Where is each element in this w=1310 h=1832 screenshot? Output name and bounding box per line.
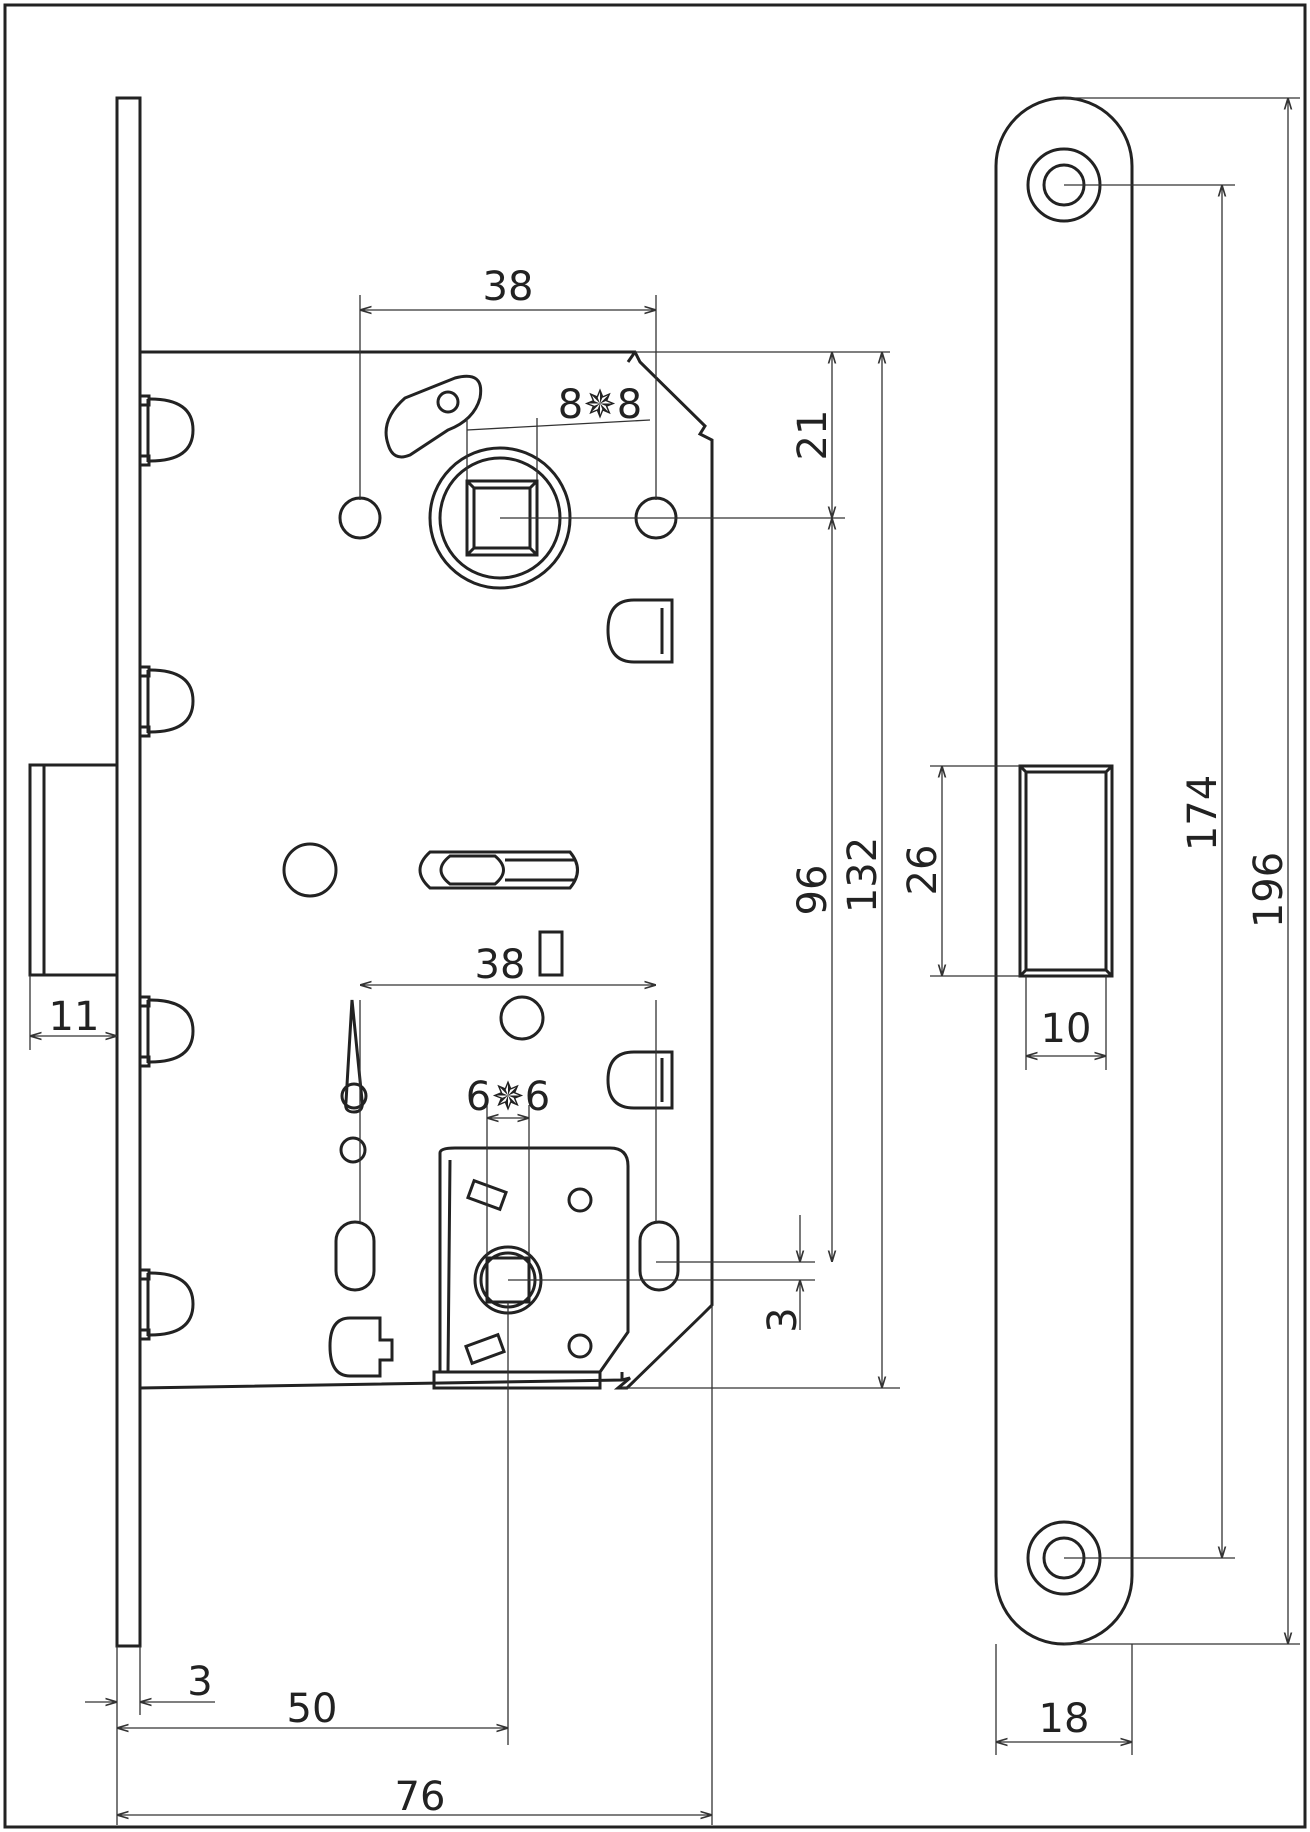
- strike-dimensions: 174 196 26 10 18: [900, 97, 1300, 1755]
- dim-slot-width: 10: [1041, 1006, 1092, 1052]
- lever-slot: [384, 374, 483, 459]
- mount-slot-lower-right: [638, 1220, 680, 1292]
- dim-latch-projection: 11: [49, 994, 100, 1040]
- dim-slot-height: 26: [900, 845, 946, 896]
- mount-hole-upper-left: [338, 496, 382, 540]
- dim-spindle-offset-top: 21: [790, 410, 836, 461]
- mount-hole-middle: [282, 842, 338, 898]
- faceplate-rivets: [138, 394, 195, 1341]
- dim-plate-width: 18: [1039, 1696, 1090, 1742]
- mount-hole-lower-center: [499, 995, 545, 1041]
- dim-screw-spacing: 174: [1180, 775, 1226, 851]
- dim-faceplate-thickness: 3: [187, 1659, 212, 1705]
- dim-center-distance: 96: [790, 865, 836, 916]
- dim-lower-spacing: 38: [475, 942, 526, 988]
- dim-body-width: 76: [395, 1774, 446, 1820]
- lock-body: [28, 96, 714, 1648]
- dim-top-spacing: 38: [483, 264, 534, 310]
- strike-latch-slot: [1018, 764, 1114, 978]
- dim-spindle-square: 8✵8: [558, 382, 642, 428]
- lock-faceplate: [115, 96, 142, 1648]
- lock-dimensions: 38 8✵8 21 96 132 3 11 38 6✵6: [29, 264, 900, 1825]
- pin-slot: [344, 999, 364, 1114]
- drawing-frame: [3, 3, 1307, 1829]
- catch-upper: [606, 598, 674, 664]
- mount-slot-lower-left: [334, 1220, 376, 1292]
- dim-backset: 50: [287, 1686, 338, 1732]
- small-tab: [538, 930, 564, 977]
- thumbturn-plate: [432, 1146, 630, 1390]
- dim-offset-small: 3: [760, 1307, 806, 1332]
- small-bracket: [328, 1316, 394, 1378]
- latch-bolt: [28, 763, 117, 977]
- dim-body-height: 132: [840, 837, 886, 913]
- catch-lower: [606, 1050, 674, 1110]
- dim-plate-height: 196: [1246, 852, 1292, 928]
- dim-thumbturn-square: 6✵6: [466, 1074, 550, 1120]
- strike-plate: [994, 96, 1134, 1646]
- bolt-slot: [418, 850, 579, 890]
- lock-case-outline: [139, 350, 714, 1390]
